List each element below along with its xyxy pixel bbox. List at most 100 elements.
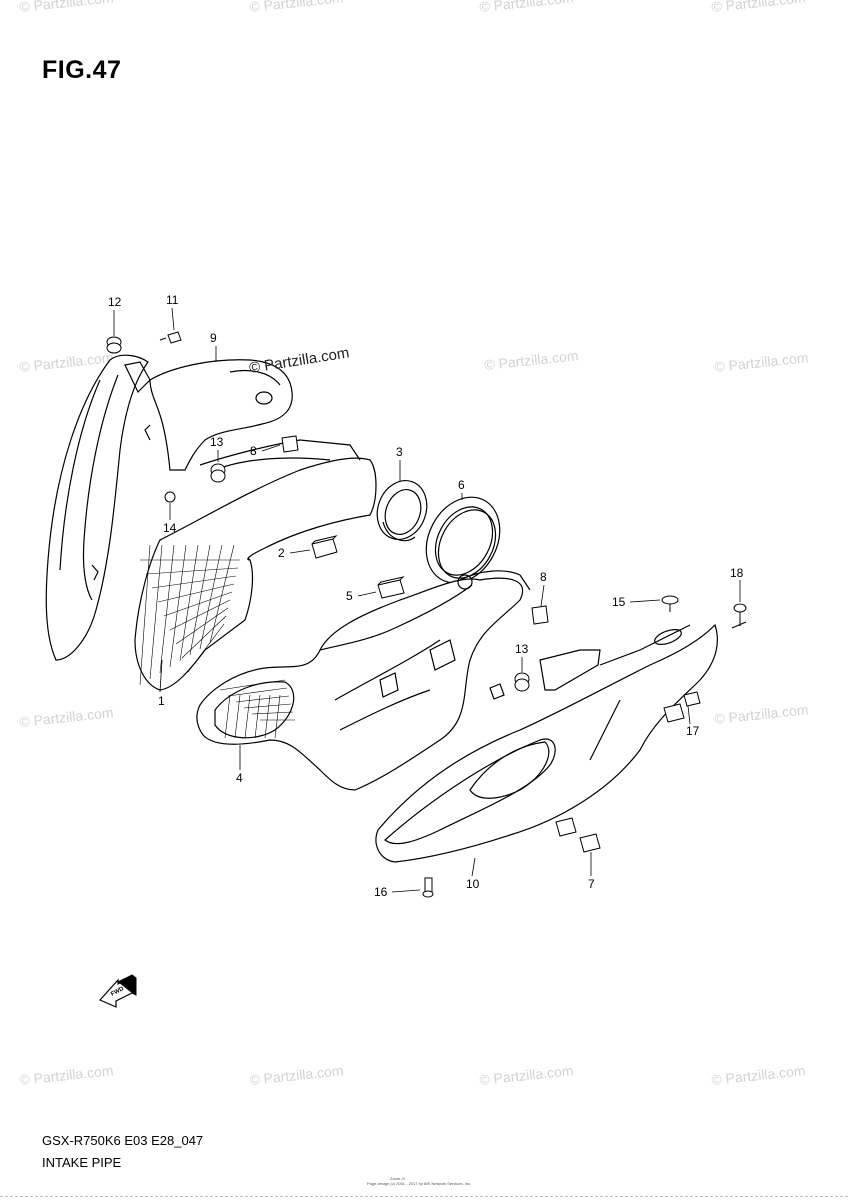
part-11-screw (159, 331, 182, 344)
zoom-note: Zoom /4 (390, 1176, 405, 1181)
part-4-lower-duct (196, 570, 531, 791)
callout-leader-line (471, 857, 476, 877)
callout-label-8: 8 (540, 570, 547, 584)
callout-leader-line (171, 307, 175, 331)
part-14-bolt (164, 491, 176, 503)
callout-leader-line (289, 549, 311, 554)
mesh-line (243, 703, 292, 709)
watermark-text: © Partzilla.com (19, 1062, 114, 1088)
mesh-line (224, 694, 231, 739)
mesh-line (151, 575, 237, 589)
watermark-text: © Partzilla.com (714, 701, 809, 727)
part-8-grommet-lower (531, 605, 549, 625)
watermark-text: © Partzilla.com (711, 1062, 806, 1088)
callout-label-10: 10 (466, 877, 480, 891)
watermark-text: © Partzilla.com (249, 0, 344, 15)
mesh-line (163, 591, 233, 617)
watermark-text: © Partzilla.com (484, 347, 579, 373)
part-6-oval-seal (425, 496, 501, 584)
watermark-text: © Partzilla.com (19, 349, 114, 375)
mesh-line (234, 694, 241, 739)
mesh-line (139, 544, 151, 686)
callout-label-14: 14 (163, 521, 177, 535)
callout-label-13: 13 (515, 642, 529, 656)
callout-leader-line (629, 599, 661, 603)
callout-leader-line (391, 889, 421, 893)
part-2-cushion (311, 535, 338, 559)
mesh-line (227, 687, 288, 697)
part-1-intake-duct (134, 439, 377, 691)
part-1-mesh-grille (139, 544, 240, 686)
watermark-text: © Partzilla.com (479, 0, 574, 15)
fwd-arrow-icon: FWD (98, 974, 137, 1008)
mesh-line (209, 544, 235, 644)
part-7-nut (555, 817, 601, 853)
part-16-screw (422, 877, 434, 898)
mesh-line (169, 599, 231, 631)
callout-leader-line (540, 584, 545, 607)
watermark-text: © Partzilla.com (249, 1062, 344, 1088)
callout-label-18: 18 (730, 566, 744, 580)
part-18-bolt (731, 603, 747, 629)
callout-label-8: 8 (250, 444, 257, 458)
part-12-grommet (106, 336, 122, 354)
mesh-line (187, 623, 225, 673)
watermark-prominent: © Partzilla.com (248, 344, 350, 377)
mesh-line (159, 544, 175, 674)
part-13-collar-upper (210, 463, 226, 483)
callout-leader-line (261, 444, 281, 452)
part-15-clip (661, 595, 679, 612)
callout-leader-line (687, 705, 691, 725)
mesh-line (235, 695, 290, 703)
part-3-rubber-ring (376, 480, 428, 542)
assembly-name: INTAKE PIPE (42, 1155, 122, 1170)
callout-label-6: 6 (458, 478, 465, 492)
callout-label-3: 3 (396, 445, 403, 459)
part-5-cushion (377, 576, 405, 599)
mesh-line (179, 544, 199, 662)
callout-leader-line (159, 659, 163, 693)
model-code: GSX-R750K6 E03 E28_047 (42, 1133, 204, 1148)
mesh-line (264, 694, 271, 739)
mesh-line (157, 583, 235, 603)
part-8-grommet-upper (281, 435, 299, 453)
watermark-text: © Partzilla.com (479, 1062, 574, 1088)
watermark-text: © Partzilla.com (714, 349, 809, 375)
callout-label-9: 9 (210, 331, 217, 345)
watermark-layer: © Partzilla.com © Partzilla.com © Partzill… (19, 0, 809, 1088)
watermark-text: © Partzilla.com (19, 0, 114, 15)
watermark-text: © Partzilla.com (711, 0, 806, 15)
bottom-rule (0, 1196, 848, 1197)
mesh-line (219, 679, 286, 691)
callout-leader-line (357, 591, 377, 597)
callout-label-1: 1 (158, 694, 165, 708)
copyright-note: Page design (c) 2001 - 2017 by ARI Netwo… (367, 1181, 472, 1186)
mesh-line (251, 711, 294, 715)
figure-title: FIG.47 (42, 56, 122, 84)
mesh-line (189, 544, 211, 656)
callout-label-12: 12 (108, 295, 122, 309)
callout-label-7: 7 (588, 877, 595, 891)
mesh-line (145, 567, 239, 575)
part-4-mesh-grille (219, 679, 295, 739)
mesh-line (244, 694, 251, 739)
callout-label-13: 13 (210, 435, 224, 449)
mesh-line (181, 615, 227, 659)
mesh-line (199, 544, 223, 650)
part-10-side-cover (375, 623, 718, 863)
part-9-upper-duct (144, 359, 293, 471)
part-13-collar-lower (514, 672, 530, 692)
mesh-line (175, 607, 229, 645)
callout-label-5: 5 (346, 589, 353, 603)
mesh-line (254, 694, 261, 739)
callout-label-11: 11 (166, 293, 179, 307)
callout-label-15: 15 (612, 595, 626, 609)
mesh-line (274, 694, 281, 739)
part-17-nut (663, 691, 701, 723)
watermark-text: © Partzilla.com (19, 704, 114, 730)
callout-label-16: 16 (374, 885, 388, 899)
mesh-line (169, 544, 187, 668)
